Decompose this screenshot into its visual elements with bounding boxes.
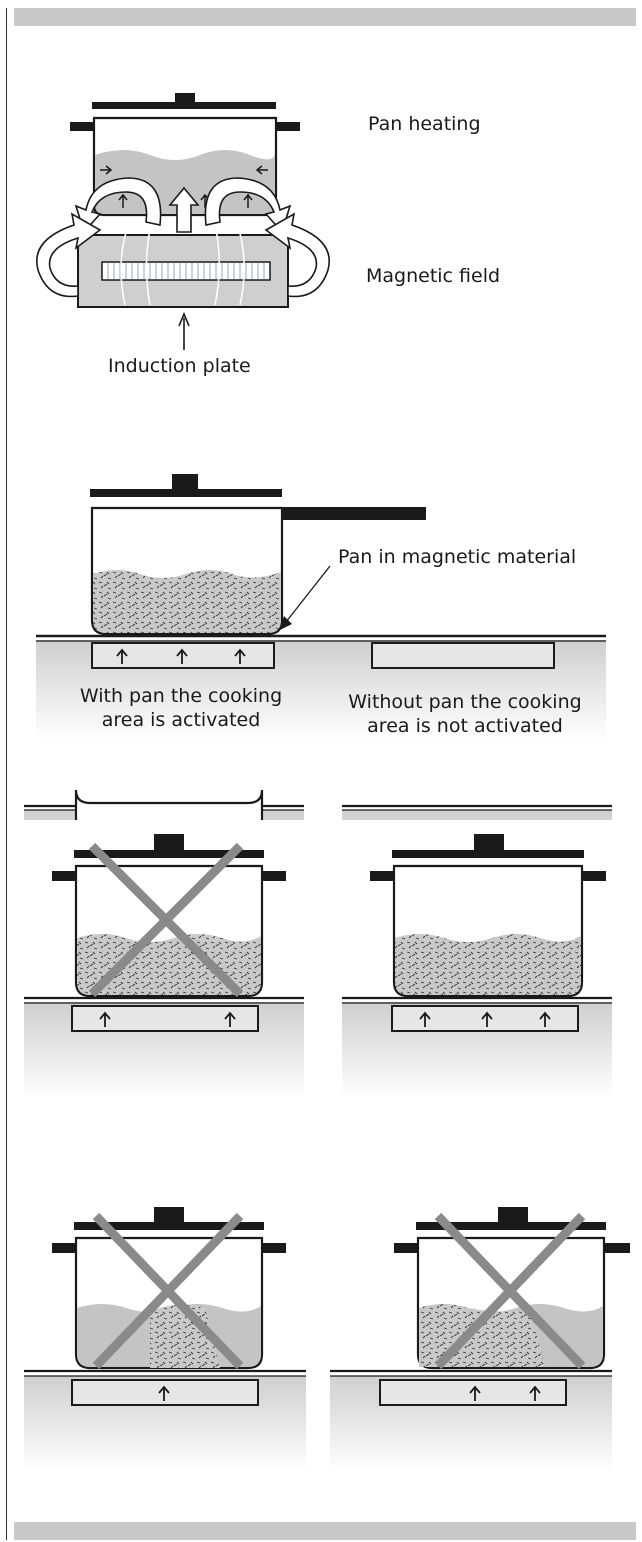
label-with-pan-line2: area is activated xyxy=(101,709,261,731)
cooking-zone xyxy=(379,1379,567,1406)
lid xyxy=(90,489,282,497)
lid-knob xyxy=(172,474,198,490)
pan-handle-right xyxy=(262,1243,286,1253)
pan-handle-right xyxy=(262,871,286,881)
pan-handle-left xyxy=(52,1243,76,1253)
cooking-zone xyxy=(71,1005,259,1032)
pan-handle-left xyxy=(370,871,394,881)
figure-activation xyxy=(36,474,606,740)
cooking-zone xyxy=(391,1005,579,1032)
food-contents xyxy=(93,570,281,633)
cooking-zone xyxy=(71,1379,259,1406)
pan-handle-right xyxy=(604,1243,630,1253)
wrong-cross xyxy=(92,1212,244,1370)
label-without-pan: Without pan the cooking area is not acti… xyxy=(330,690,600,738)
lid xyxy=(392,850,584,858)
lid-knob xyxy=(154,1207,184,1223)
left-margin-rule xyxy=(6,8,8,1540)
label-magnetic-field: Magnetic field xyxy=(366,265,501,287)
bottom-footer-band xyxy=(14,1522,636,1540)
lid-knob xyxy=(154,834,184,851)
top-header-band xyxy=(14,8,636,26)
lid xyxy=(74,850,264,858)
food-contents xyxy=(395,934,581,995)
row-pan-small-vs-correct xyxy=(24,834,612,1098)
pan-handle-left xyxy=(52,871,76,881)
field-arrow-outer-right xyxy=(264,212,330,298)
heat-arrow xyxy=(168,186,200,233)
pan-handle-right xyxy=(582,871,606,881)
pan-handle-left xyxy=(394,1243,418,1253)
label-pan-heating: Pan heating xyxy=(368,113,481,135)
label-with-pan-line1: With pan the cooking xyxy=(79,685,283,707)
liquid xyxy=(95,150,275,214)
lid xyxy=(74,1222,264,1230)
lid-knob xyxy=(175,93,195,104)
figure-induction-principle xyxy=(36,93,330,350)
pan-handle-left xyxy=(70,122,94,131)
label-with-pan: With pan the cooking area is activated xyxy=(56,684,306,732)
row-wrong-pan-placement xyxy=(24,1207,630,1472)
label-induction-plate: Induction plate xyxy=(108,355,251,377)
inactive-cooking-zone xyxy=(371,642,555,669)
lid-knob xyxy=(498,1207,528,1223)
field-arrow-outer-left xyxy=(36,212,102,298)
lid xyxy=(416,1222,606,1230)
material-leader-line xyxy=(285,565,331,623)
induction-plate-pointer xyxy=(178,311,190,350)
wrong-cross xyxy=(88,842,244,998)
lid-knob xyxy=(474,834,504,851)
label-without-pan-line2: area is not activated xyxy=(367,715,563,737)
lid xyxy=(92,102,276,109)
pan-long-handle xyxy=(282,507,426,520)
label-pan-magnetic-material: Pan in magnetic material xyxy=(338,546,577,568)
label-without-pan-line1: Without pan the cooking xyxy=(348,691,582,713)
food-contents xyxy=(77,934,261,995)
pan-handle-right xyxy=(276,122,300,131)
wrong-cross xyxy=(434,1212,586,1370)
